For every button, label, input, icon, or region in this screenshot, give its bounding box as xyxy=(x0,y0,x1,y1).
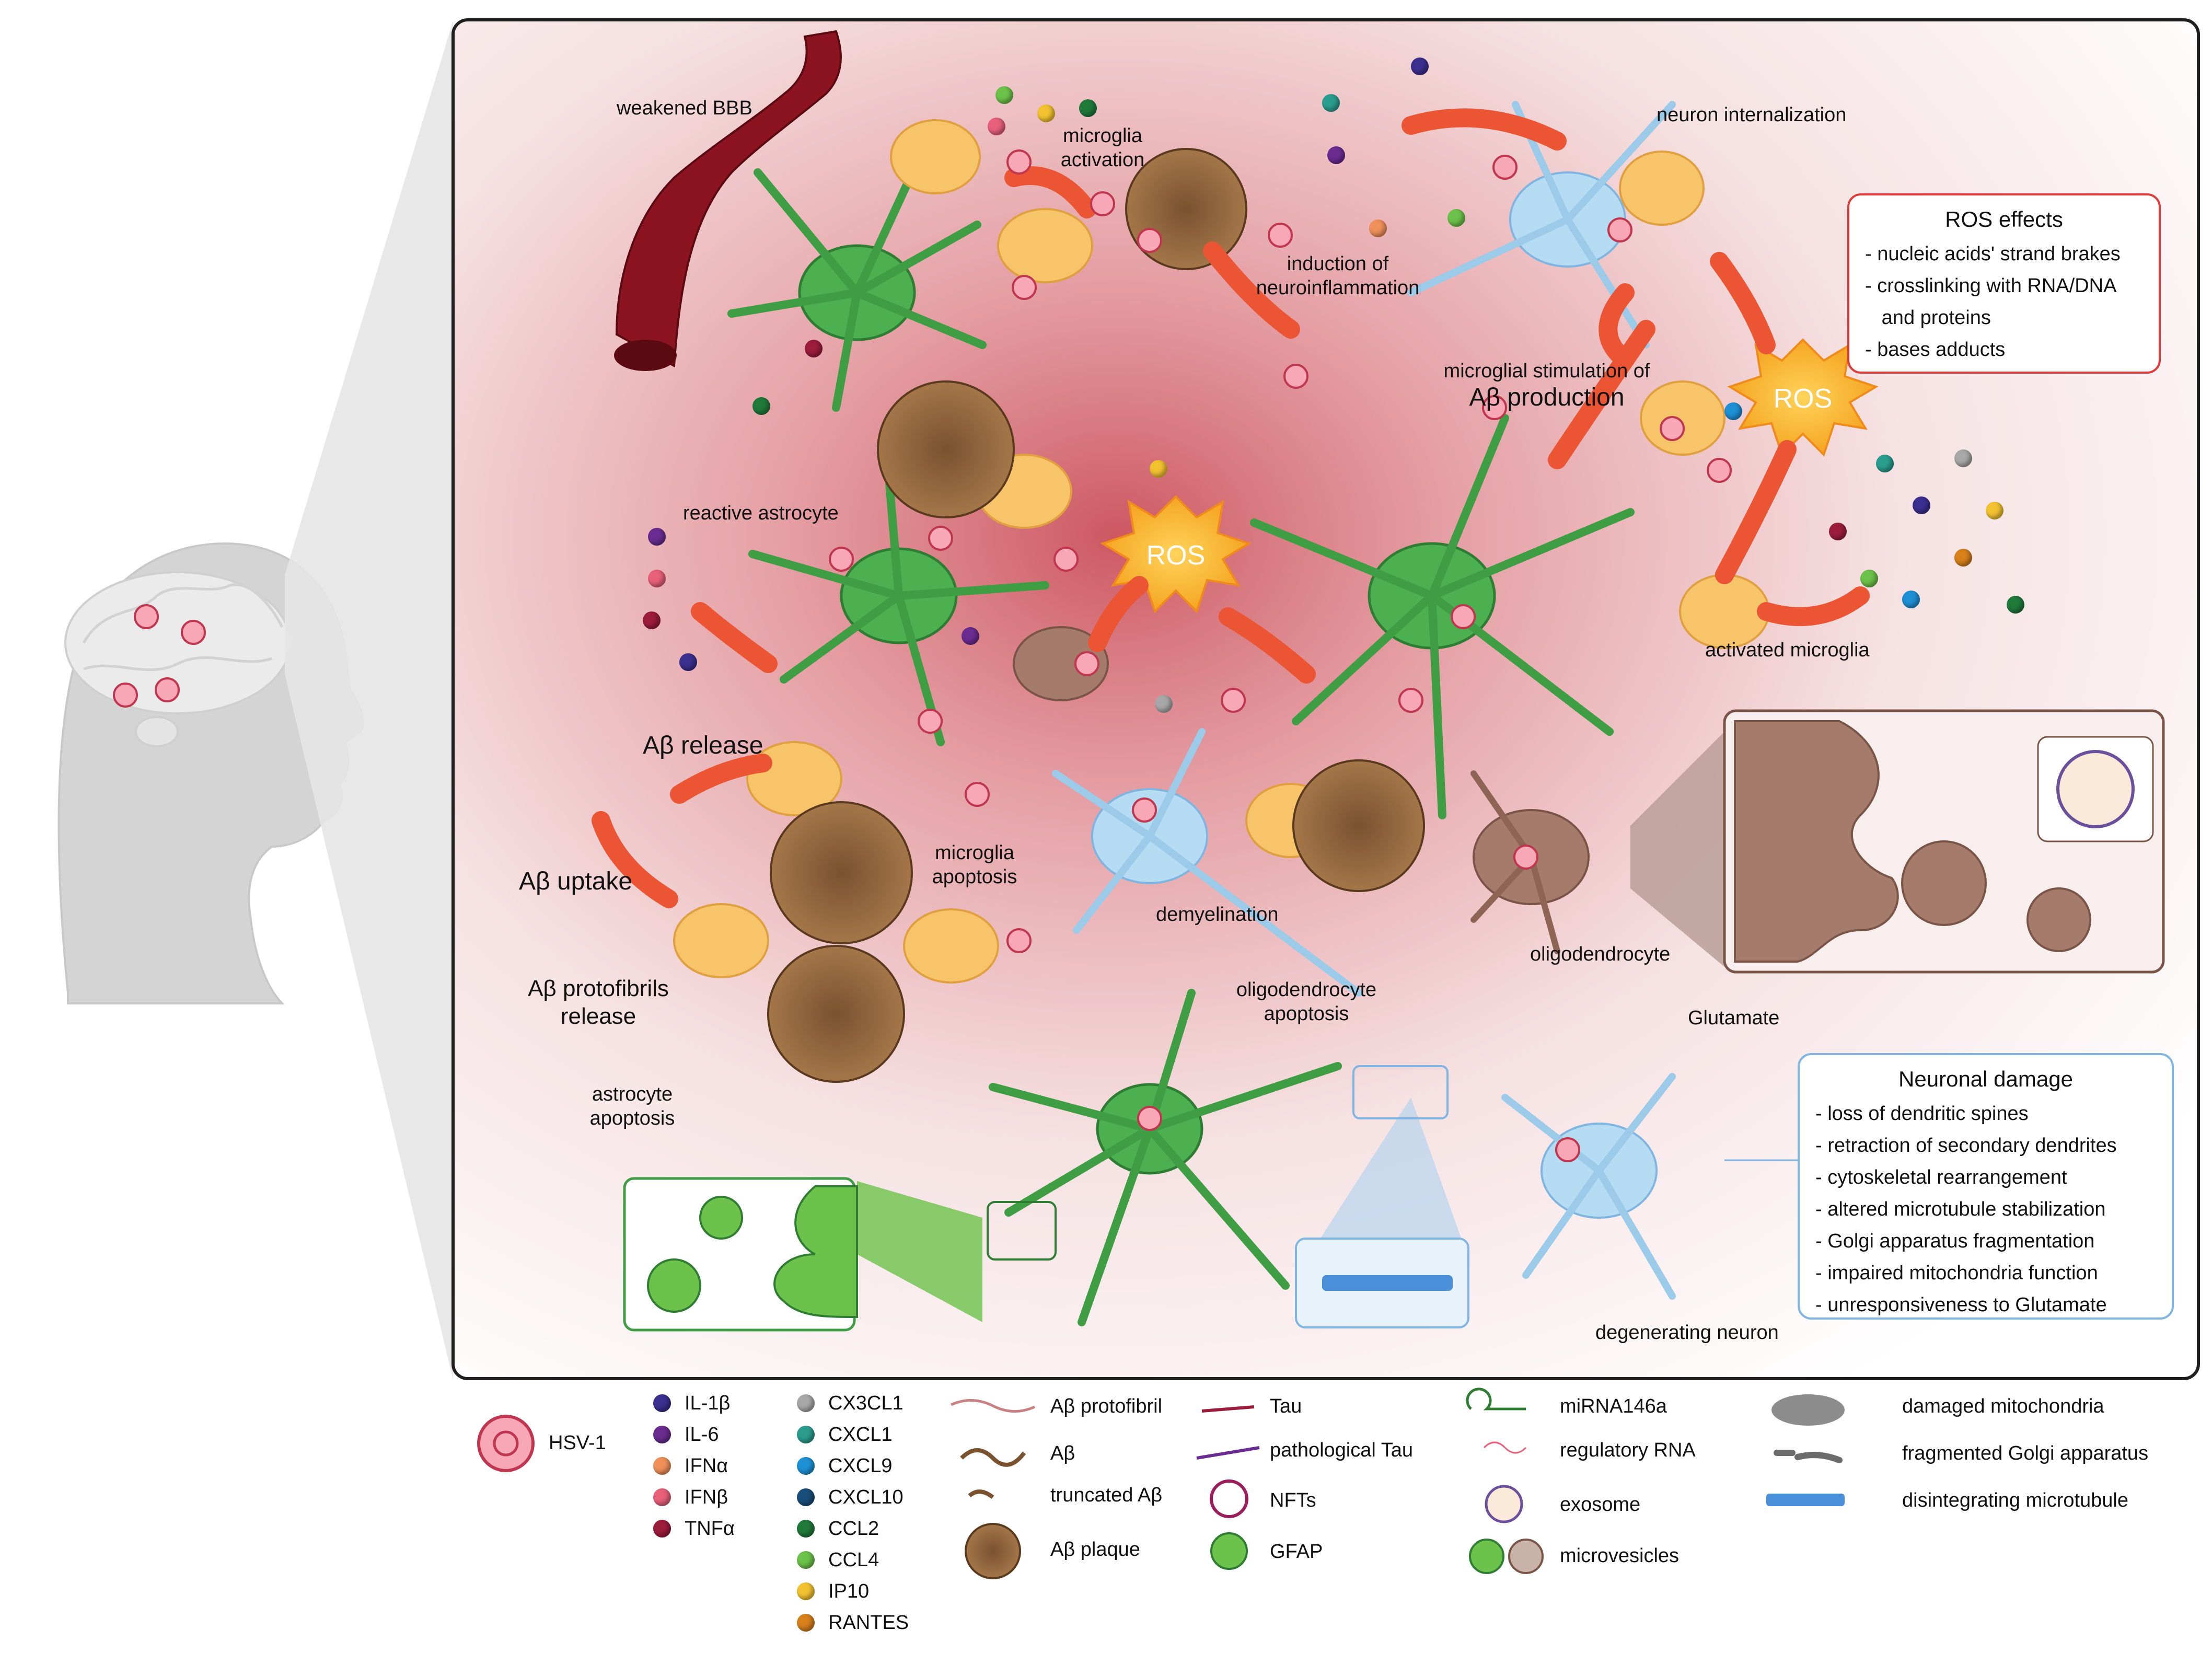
label-reactive-astrocyte: reactive astrocyte xyxy=(683,502,839,524)
legend-abeta-label: Aβ xyxy=(1050,1442,1075,1464)
legend-ccl4-dot xyxy=(797,1551,815,1569)
legend-ifnb-dot xyxy=(653,1488,671,1506)
legend-microvesicles-label: microvesicles xyxy=(1560,1545,1680,1567)
zoom-exosome-box xyxy=(1723,709,2165,974)
legend-nfts-label: NFTs xyxy=(1270,1489,1316,1511)
zoom-connectors xyxy=(857,732,1798,1322)
neuronal-damage-item: - Golgi apparatus fragmentation xyxy=(1815,1230,2095,1252)
legend-damaged-mitochondria-label: damaged mitochondria xyxy=(1902,1395,2104,1417)
legend-chemokine-label: IP10 xyxy=(828,1580,870,1602)
label-demyelination: demyelination xyxy=(1156,904,1279,926)
brown-cell-center xyxy=(1013,626,1109,701)
legend-cytokine-label: IL-1β xyxy=(685,1392,731,1414)
neuronal-damage-item: - cytoskeletal rearrangement xyxy=(1815,1166,2067,1188)
legend-chemokine-label: CCL4 xyxy=(828,1549,879,1571)
legend-chemokine-label: CXCL9 xyxy=(828,1455,893,1477)
process-arrows xyxy=(592,108,1870,908)
label-activated-microglia: activated microglia xyxy=(1705,639,1870,661)
neuron-center xyxy=(1052,728,1362,997)
legend-chemokine-label: CXCL10 xyxy=(828,1486,904,1508)
legend-chemokine-label: CX3CL1 xyxy=(828,1392,904,1414)
neuronal-damage-box: Neuronal damage - loss of dendritic spin… xyxy=(1798,1053,2174,1320)
ros-effect-item: - bases adducts xyxy=(1865,339,2006,361)
neuronal-damage-item: - loss of dendritic spines xyxy=(1815,1103,2029,1125)
legend-mirna146a-label: miRNA146a xyxy=(1560,1395,1667,1417)
head-hsv1-virions xyxy=(113,604,206,708)
legend-il6-dot xyxy=(653,1426,671,1443)
ros-effect-item: - nucleic acids' strand brakes xyxy=(1865,243,2121,265)
legend-fragmented-golgi-label: fragmented Golgi apparatus xyxy=(1902,1442,2149,1464)
label-microglial-stimulation: microglial stimulation of xyxy=(1443,360,1650,382)
neuronal-damage-title: Neuronal damage xyxy=(1898,1067,2073,1091)
legend-il1b-dot xyxy=(653,1394,671,1412)
ros-effects-box: ROS effects - nucleic acids' strand brak… xyxy=(1847,193,2161,374)
legend-cxcl10-dot xyxy=(797,1488,815,1506)
legend-chemokine-label: CCL2 xyxy=(828,1518,879,1540)
label-weakened-bbb: weakened BBB xyxy=(617,97,752,119)
label-abeta-release: Aβ release xyxy=(643,732,763,759)
legend-cytokine-label: IFNα xyxy=(685,1455,728,1477)
blood-vessel xyxy=(614,30,842,371)
legend-ip10-dot xyxy=(797,1582,815,1600)
legend-tau-label: Tau xyxy=(1270,1395,1302,1417)
ros-effect-item: - crosslinking with RNA/DNA xyxy=(1865,275,2117,297)
legend-gfap-label: GFAP xyxy=(1270,1541,1323,1563)
legend-glyphs xyxy=(477,1388,1845,1579)
zoom-microtubule-box xyxy=(1295,1065,1469,1328)
label-abeta-protofibrils-release: Aβ protofibrils release xyxy=(528,976,669,1029)
legend-pathological-tau-label: pathological Tau xyxy=(1270,1439,1413,1461)
legend-ifna-dot xyxy=(653,1457,671,1475)
hsv1-virions xyxy=(829,149,1732,1162)
legend-hsv1-label: HSV-1 xyxy=(549,1432,606,1454)
neuron-top-right xyxy=(1407,101,1676,349)
label-astrocyte-apoptosis: astrocyte apoptosis xyxy=(589,1083,675,1129)
label-oligodendrocyte-apoptosis: oligodendrocyte apoptosis xyxy=(1236,979,1377,1025)
label-glutamate: Glutamate xyxy=(1688,1007,1780,1029)
legend-truncated-abeta-label: truncated Aβ xyxy=(1050,1484,1163,1506)
astrocyte-center-left xyxy=(748,466,1049,746)
legend-cx3cl1-dot xyxy=(797,1394,815,1412)
legend-cytokine-label: TNFα xyxy=(685,1518,735,1540)
legend-chemokine-label: CXCL1 xyxy=(828,1424,893,1446)
legend-exosome-label: exosome xyxy=(1560,1494,1641,1516)
legend-cxcl9-dot xyxy=(797,1457,815,1475)
ros-effect-item: and proteins xyxy=(1865,307,1991,329)
label-microglia-activation: microglia activation xyxy=(1060,125,1145,171)
abeta-plaques xyxy=(767,148,1425,1083)
neuronal-damage-item: - impaired mitochondria function xyxy=(1815,1262,2098,1284)
zoom-microvesicle-box xyxy=(623,1177,1057,1332)
neuronal-damage-item: - unresponsiveness to Glutamate xyxy=(1815,1294,2107,1316)
ros-center-text: ROS xyxy=(1146,540,1206,571)
label-neuron-internalization: neuron internalization xyxy=(1657,104,1847,126)
legend-abeta-protofibril-label: Aβ protofibril xyxy=(1050,1395,1163,1417)
legend-tnfa-dot xyxy=(653,1520,671,1538)
label-oligodendrocyte: oligodendrocyte xyxy=(1530,943,1671,965)
legend-disintegrating-microtubule-label: disintegrating microtubule xyxy=(1902,1489,2129,1511)
legend-cytokine-label: IFNβ xyxy=(685,1486,728,1508)
ros-star-right xyxy=(1727,338,1879,457)
label-microglia-apoptosis: microglia apoptosis xyxy=(932,842,1017,888)
label-abeta-production: Aβ production xyxy=(1469,384,1625,411)
label-induction-neuroinflammation: induction of neuroinflammation xyxy=(1256,253,1420,299)
label-degenerating-neuron: degenerating neuron xyxy=(1595,1322,1779,1344)
astrocyte-top xyxy=(727,153,987,412)
label-abeta-uptake: Aβ uptake xyxy=(519,868,633,895)
neuronal-damage-item: - retraction of secondary dendrites xyxy=(1815,1135,2117,1157)
ros-right-text: ROS xyxy=(1774,384,1833,414)
legend-ccl2-dot xyxy=(797,1520,815,1538)
legend-regulatory-rna-label: regulatory RNA xyxy=(1560,1439,1696,1461)
legend-abeta-plaque-label: Aβ plaque xyxy=(1050,1539,1140,1560)
legend-chemokine-label: RANTES xyxy=(828,1612,909,1634)
ros-star-center xyxy=(1100,495,1252,614)
legend-cxcl1-dot xyxy=(797,1426,815,1443)
microglia-cells xyxy=(673,119,1770,984)
neuronal-damage-item: - altered microtubule stabilization xyxy=(1815,1198,2106,1220)
legend-cytokine-label: IL-6 xyxy=(685,1424,719,1446)
ros-effects-title: ROS effects xyxy=(1945,207,2063,232)
legend-rantes-dot xyxy=(797,1614,815,1632)
human-head-silhouette xyxy=(57,21,453,1380)
